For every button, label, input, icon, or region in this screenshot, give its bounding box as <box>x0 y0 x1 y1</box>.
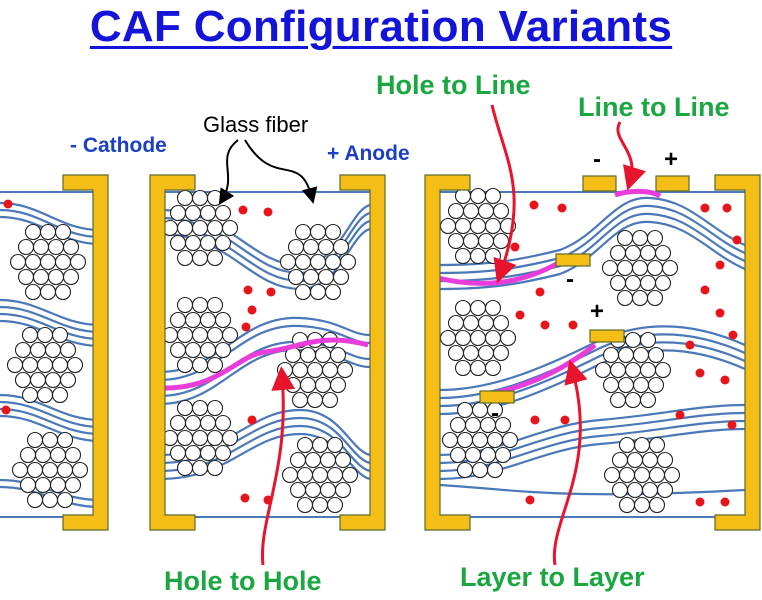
hole-to-line-label: Hole to Line <box>376 70 531 100</box>
hole-to-hole-label: Hole to Hole <box>164 566 322 596</box>
glass-fiber-label: Glass fiber <box>203 112 309 137</box>
panel-middle <box>149 174 386 531</box>
panel-left <box>0 174 109 531</box>
page-title: CAF Configuration Variants <box>89 2 673 51</box>
line-to-line-label: Line to Line <box>578 92 730 122</box>
layer-minus-sign: - <box>491 400 499 427</box>
cathode-label: - Cathode <box>70 134 167 157</box>
annotation-arrows <box>218 104 646 566</box>
line-plus-sign: + <box>664 146 679 173</box>
hole-line-minus-sign: - <box>566 266 574 293</box>
panel-right <box>424 174 761 531</box>
layer-plus-sign: + <box>590 298 605 325</box>
layer-to-layer-label: Layer to Layer <box>460 562 645 592</box>
line-minus-sign: - <box>593 146 601 173</box>
anode-label: + Anode <box>327 142 410 165</box>
